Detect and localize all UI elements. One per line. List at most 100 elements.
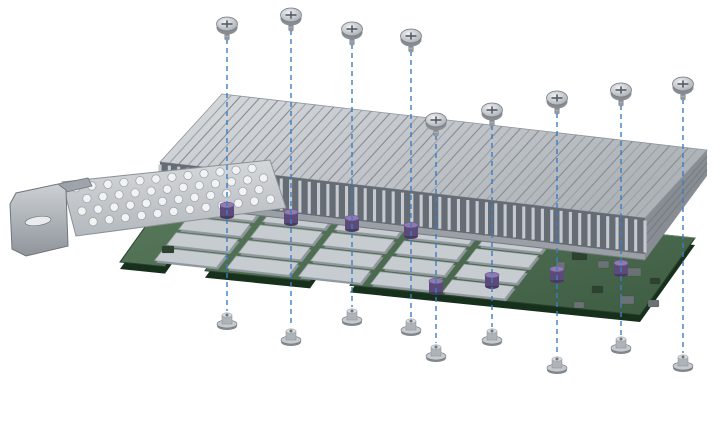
- smd-component: [647, 299, 660, 308]
- perforation-hole: [185, 204, 195, 214]
- smd-component: [161, 245, 175, 254]
- nut-hole: [409, 319, 413, 323]
- perforation-hole: [206, 190, 216, 200]
- standoff-nut: [425, 344, 447, 362]
- heatsink-right-fin-line: [644, 169, 708, 246]
- nut-hole: [350, 309, 354, 313]
- fin-line: [504, 133, 568, 203]
- fin-line: [280, 107, 344, 177]
- standoff-nut: [610, 336, 632, 354]
- heatsink: [158, 93, 708, 261]
- perforation-hole: [210, 179, 220, 189]
- perforation-hole: [104, 215, 114, 225]
- fin-line: [635, 148, 699, 218]
- fin-line: [224, 101, 288, 170]
- perforation-hole: [119, 177, 129, 188]
- fin-line: [532, 136, 596, 206]
- pcb-standoff-body: [404, 225, 418, 236]
- perforation-hole: [125, 200, 135, 210]
- fin-line: [364, 117, 428, 187]
- fin-line: [486, 131, 549, 201]
- fin-line: [308, 110, 372, 180]
- screw: [481, 102, 503, 127]
- heatsink-right-fin-line: [644, 156, 708, 228]
- perforation-hole: [226, 177, 236, 187]
- fin-line: [178, 95, 242, 165]
- fin-line: [514, 134, 577, 204]
- smd-component: [597, 260, 610, 269]
- standoff-nut: [341, 308, 363, 326]
- screw: [341, 21, 363, 46]
- fin-line: [168, 94, 232, 164]
- fin-line: [234, 102, 298, 171]
- flash-chip: [165, 232, 239, 253]
- perforation-hole: [173, 194, 184, 204]
- standoff-nut: [546, 356, 568, 374]
- flash-chip: [225, 255, 299, 276]
- fin-line: [411, 122, 475, 192]
- fin-line: [420, 123, 484, 193]
- flash-chip: [249, 224, 323, 245]
- screw: [610, 82, 632, 107]
- perforation-hole: [254, 185, 264, 195]
- perforation-hole: [146, 186, 156, 196]
- perforation-hole: [233, 198, 243, 208]
- perforation-hole: [190, 192, 200, 202]
- fin-line: [607, 145, 671, 215]
- standoff-nut: [481, 328, 503, 346]
- perforation-hole: [162, 184, 172, 194]
- fin-line: [430, 124, 493, 194]
- fin-line: [476, 130, 540, 199]
- nut-hole: [289, 329, 293, 333]
- fin-line: [588, 143, 652, 212]
- nut-hole: [225, 313, 229, 317]
- fin-line: [616, 146, 680, 216]
- fin-line: [262, 105, 326, 175]
- perforation-hole: [114, 190, 124, 200]
- perforation-hole: [167, 172, 177, 182]
- nut-hole: [490, 329, 494, 333]
- perforation-hole: [238, 186, 248, 197]
- perforation-hole: [153, 208, 163, 219]
- flash-chip: [393, 240, 467, 261]
- fin-line: [187, 96, 251, 166]
- pcb-standoff-body: [345, 218, 359, 229]
- fin-line: [579, 142, 643, 211]
- perforation-hole: [88, 217, 98, 227]
- perforation-hole: [242, 175, 253, 185]
- perforation-hole: [169, 206, 179, 216]
- heatsink-right-fin-line: [644, 162, 708, 237]
- perforation-hole: [199, 169, 209, 179]
- screw: [546, 90, 568, 115]
- fin-line: [346, 115, 409, 184]
- perforation-hole: [93, 204, 103, 214]
- fastener-group: [216, 7, 694, 374]
- perforation-hole: [258, 173, 269, 183]
- heatsink-right-face: [645, 150, 707, 260]
- bracket-slot: [24, 215, 52, 227]
- fin-line: [374, 118, 437, 188]
- perforation-hole: [103, 179, 113, 189]
- perforation-hole: [215, 167, 225, 177]
- fin-line: [243, 103, 307, 173]
- screw: [400, 28, 422, 53]
- fin-line: [467, 129, 531, 198]
- perforation-hole: [183, 170, 193, 181]
- standoff-nut: [400, 318, 422, 336]
- perforation-hole: [231, 165, 241, 175]
- pcb-standoff-body: [550, 269, 564, 280]
- fin-line: [541, 137, 605, 207]
- perforation-hole: [136, 210, 147, 221]
- fin-line: [327, 113, 391, 182]
- assembly-line-group: [226, 30, 684, 355]
- heatsink-base-plate: [160, 198, 645, 260]
- perforation-hole: [178, 182, 188, 192]
- flash-chip: [465, 248, 539, 269]
- fin-line: [355, 116, 419, 185]
- fin-line: [569, 141, 633, 210]
- screw: [425, 112, 447, 137]
- smd-component: [649, 277, 661, 285]
- perforation-hole: [141, 198, 151, 208]
- perforation-hole: [98, 192, 108, 202]
